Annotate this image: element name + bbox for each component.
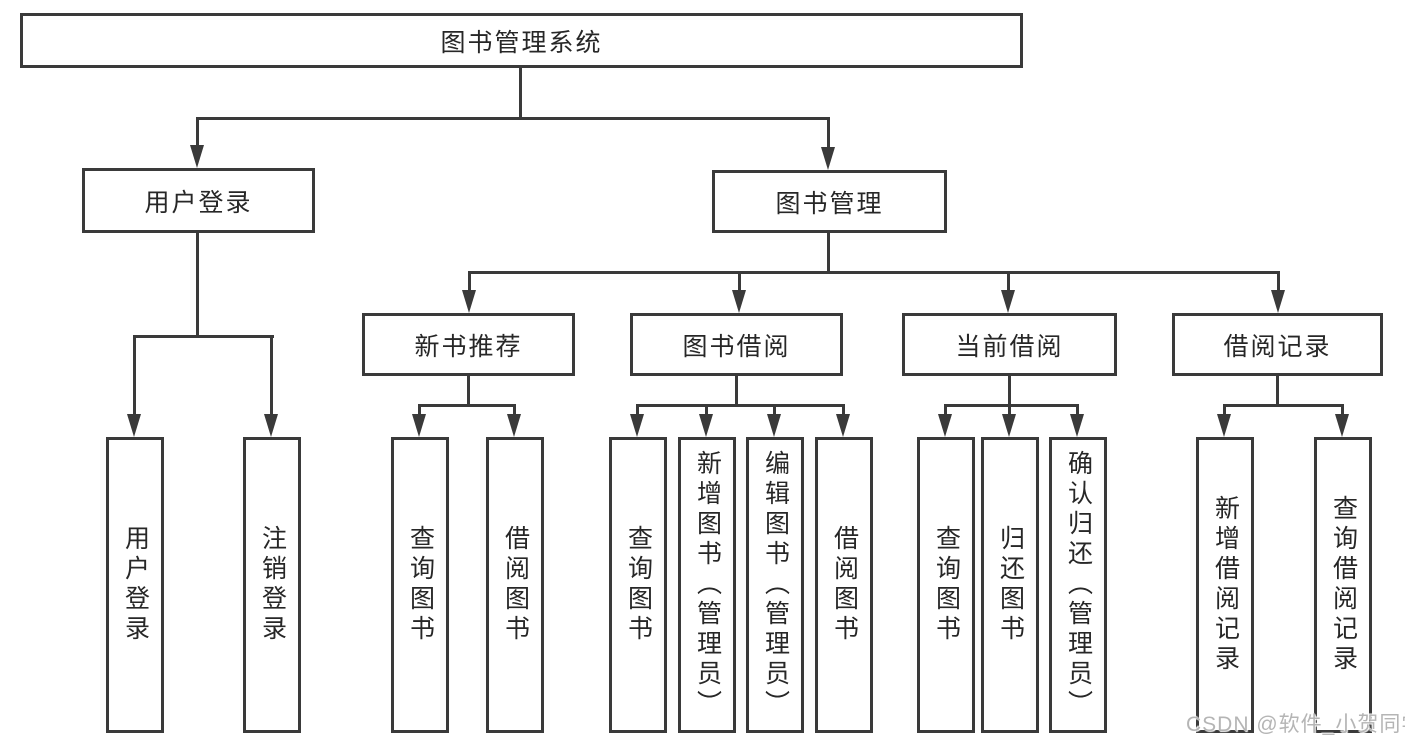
connector-recommend-stem	[467, 374, 470, 406]
node-book-management-branch: 图书管理	[712, 170, 947, 233]
leaf-user-login: 用户登录	[106, 437, 164, 733]
connector-drop-leaf	[1076, 404, 1079, 416]
arrowhead-down-icon	[630, 414, 644, 437]
leaf-query-books-borrow: 查询图书	[609, 437, 667, 733]
arrowhead-down-icon	[1070, 414, 1084, 437]
connector-drop-new-book-recommend	[468, 271, 471, 292]
arrowhead-down-icon	[1217, 414, 1231, 437]
node-label: 查询图书	[624, 525, 653, 645]
arrowhead-down-icon	[821, 147, 835, 170]
node-label: 编辑图书（管理员）	[761, 450, 790, 720]
connector-drop-leaf	[1341, 404, 1344, 416]
connector-drop-leaf	[513, 404, 516, 416]
arrowhead-down-icon	[699, 414, 713, 437]
arrowhead-down-icon	[1335, 414, 1349, 437]
node-new-book-recommend: 新书推荐	[362, 313, 575, 376]
node-label: 注销登录	[258, 525, 287, 645]
connector-drop-leaf	[705, 404, 708, 416]
leaf-query-borrow-record: 查询借阅记录	[1314, 437, 1372, 733]
leaf-query-books-recommend: 查询图书	[391, 437, 449, 733]
node-label: 图书管理系统	[440, 28, 603, 57]
leaf-query-books-current: 查询图书	[917, 437, 975, 733]
connector-root-stem	[519, 66, 522, 119]
node-current-borrow: 当前借阅	[902, 313, 1117, 376]
connector-drop-leaf	[1008, 404, 1011, 416]
node-book-borrow: 图书借阅	[630, 313, 843, 376]
leaf-return-books: 归还图书	[981, 437, 1039, 733]
leaf-borrow-books-recommend: 借阅图书	[486, 437, 544, 733]
arrowhead-down-icon	[732, 290, 746, 313]
connector-recommend-crossbar	[418, 404, 516, 407]
arrowhead-down-icon	[836, 414, 850, 437]
node-label: 新增图书（管理员）	[693, 450, 722, 720]
node-borrow-records: 借阅记录	[1172, 313, 1383, 376]
connector-drop-logout-leaf	[270, 335, 273, 416]
node-label: 用户登录	[121, 525, 150, 645]
node-label: 归还图书	[996, 525, 1025, 645]
arrowhead-down-icon	[264, 414, 278, 437]
connector-level2-crossbar	[468, 271, 1280, 274]
node-label: 当前借阅	[955, 332, 1064, 361]
node-label: 借阅图书	[501, 525, 530, 645]
arrowhead-down-icon	[507, 414, 521, 437]
arrowhead-down-icon	[1002, 414, 1016, 437]
connector-current-crossbar	[944, 404, 1079, 407]
connector-root-crossbar	[196, 117, 830, 120]
connector-drop-leaf	[1223, 404, 1226, 416]
connector-current-stem	[1008, 374, 1011, 406]
node-library-management-system: 图书管理系统	[20, 13, 1023, 68]
arrowhead-down-icon	[412, 414, 426, 437]
leaf-confirm-return-admin: 确认归还（管理员）	[1049, 437, 1107, 733]
leaf-edit-books-admin: 编辑图书（管理员）	[746, 437, 804, 733]
connector-drop-user-login	[196, 117, 199, 147]
connector-records-stem	[1276, 374, 1279, 406]
node-label: 借阅图书	[830, 525, 859, 645]
node-label: 图书管理	[775, 189, 884, 218]
connector-borrow-crossbar	[636, 404, 845, 407]
node-label: 新增借阅记录	[1211, 495, 1240, 675]
connector-records-crossbar	[1223, 404, 1344, 407]
arrowhead-down-icon	[1271, 290, 1285, 313]
leaf-borrow-books: 借阅图书	[815, 437, 873, 733]
node-label: 借阅记录	[1223, 332, 1332, 361]
connector-user-login-stem	[196, 231, 199, 337]
arrowhead-down-icon	[127, 414, 141, 437]
connector-drop-current-borrow	[1007, 271, 1010, 292]
arrowhead-down-icon	[767, 414, 781, 437]
leaf-add-books-admin: 新增图书（管理员）	[678, 437, 736, 733]
leaf-add-borrow-record: 新增借阅记录	[1196, 437, 1254, 733]
node-label: 查询借阅记录	[1329, 495, 1358, 675]
node-label: 查询图书	[932, 525, 961, 645]
node-label: 确认归还（管理员）	[1064, 450, 1093, 720]
node-label: 新书推荐	[414, 332, 523, 361]
node-user-login-branch: 用户登录	[82, 168, 315, 233]
arrowhead-down-icon	[190, 145, 204, 168]
arrowhead-down-icon	[1001, 290, 1015, 313]
arrowhead-down-icon	[938, 414, 952, 437]
node-label: 图书借阅	[682, 332, 791, 361]
connector-borrow-stem	[735, 374, 738, 406]
connector-user-login-crossbar	[133, 335, 274, 338]
node-label: 查询图书	[406, 525, 435, 645]
leaf-logout: 注销登录	[243, 437, 301, 733]
connector-drop-leaf	[773, 404, 776, 416]
connector-drop-book-management	[827, 117, 830, 149]
connector-drop-login-leaf	[133, 335, 136, 416]
connector-drop-leaf	[636, 404, 639, 416]
connector-drop-leaf	[842, 404, 845, 416]
node-label: 用户登录	[144, 188, 253, 217]
csdn-watermark: CSDN @软件_小贺同学	[1186, 713, 1405, 736]
connector-drop-book-borrow	[738, 271, 741, 292]
connector-drop-leaf	[944, 404, 947, 416]
arrowhead-down-icon	[462, 290, 476, 313]
connector-drop-leaf	[418, 404, 421, 416]
connector-drop-borrow-records	[1277, 271, 1280, 292]
connector-book-management-stem	[827, 231, 830, 273]
